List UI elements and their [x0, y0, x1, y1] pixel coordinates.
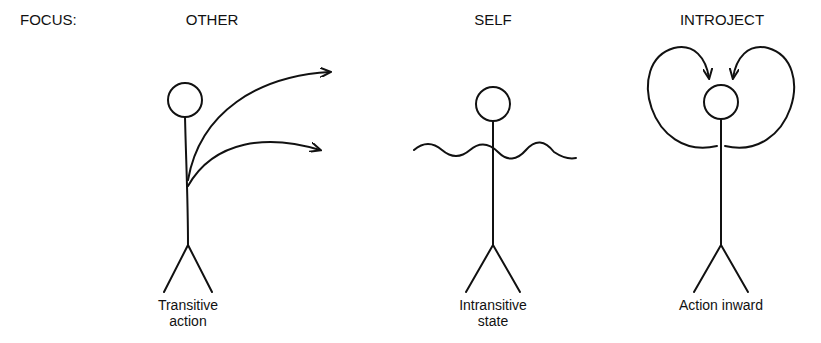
- column-heading: OTHER: [142, 12, 282, 29]
- other-figure: [164, 72, 330, 292]
- figure-caption: Intransitive state: [448, 298, 538, 329]
- column-heading: INTROJECT: [642, 12, 802, 29]
- figure-caption: Action inward: [676, 298, 766, 314]
- figure-caption: Transitive action: [143, 298, 233, 329]
- column-heading: SELF: [423, 12, 563, 29]
- introject-figure: [648, 47, 794, 292]
- self-figure: [414, 87, 576, 292]
- focus-heading: FOCUS:: [20, 12, 110, 29]
